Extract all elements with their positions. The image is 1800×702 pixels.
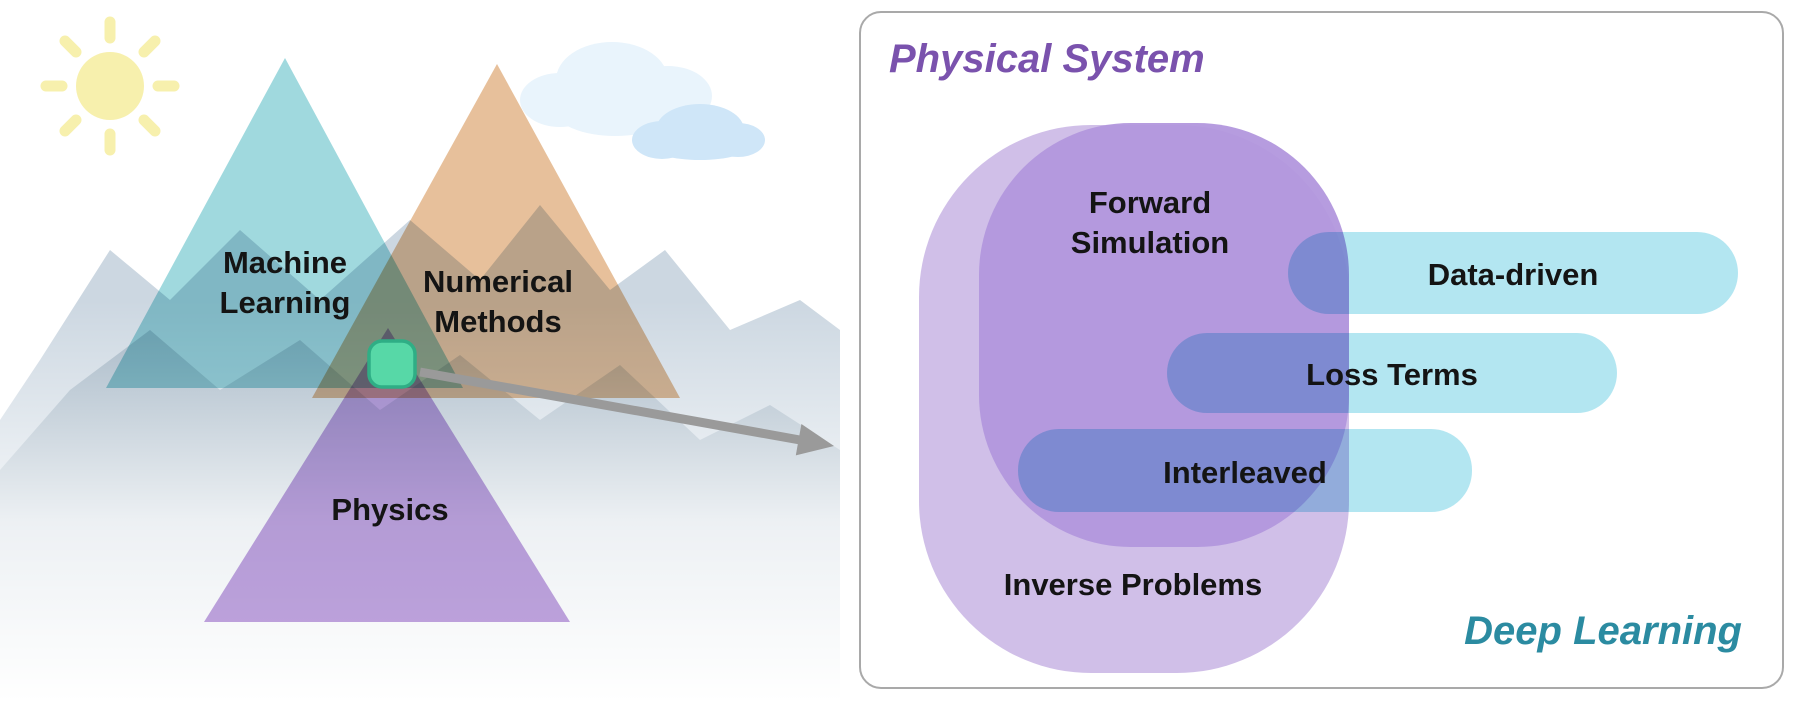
cloud-front-icon <box>632 104 765 160</box>
inverse-problems-label: Inverse Problems <box>1003 567 1263 602</box>
physics-triangle <box>204 328 570 622</box>
interleaved-pill <box>1018 429 1472 512</box>
forward-simulation-label: Forward Simulation <box>1070 185 1230 261</box>
loss-terms-label: Loss Terms <box>1306 357 1478 392</box>
sun-icon <box>40 16 180 156</box>
data-driven-pill <box>1288 232 1738 314</box>
physical-system-panel: Physical System Forward Simulation Inver… <box>859 11 1784 689</box>
arrow-right-icon <box>419 367 834 456</box>
machine-learning-label: Machine Learning <box>219 245 351 321</box>
data-driven-label: Data-driven <box>1427 257 1599 292</box>
mountain-scene <box>0 16 840 702</box>
physical-system-title: Physical System <box>889 37 1205 81</box>
deep-learning-title: Deep Learning <box>1464 609 1742 653</box>
physics-label: Physics <box>331 492 449 527</box>
cloud-back-icon <box>520 42 712 136</box>
numerical-methods-triangle <box>312 64 680 398</box>
interleaved-label: Interleaved <box>1163 455 1327 490</box>
numerical-methods-label: Numerical Methods <box>423 264 573 340</box>
loss-terms-pill <box>1167 333 1617 413</box>
panel-shapes <box>919 123 1738 673</box>
intersection-marker <box>367 339 417 389</box>
